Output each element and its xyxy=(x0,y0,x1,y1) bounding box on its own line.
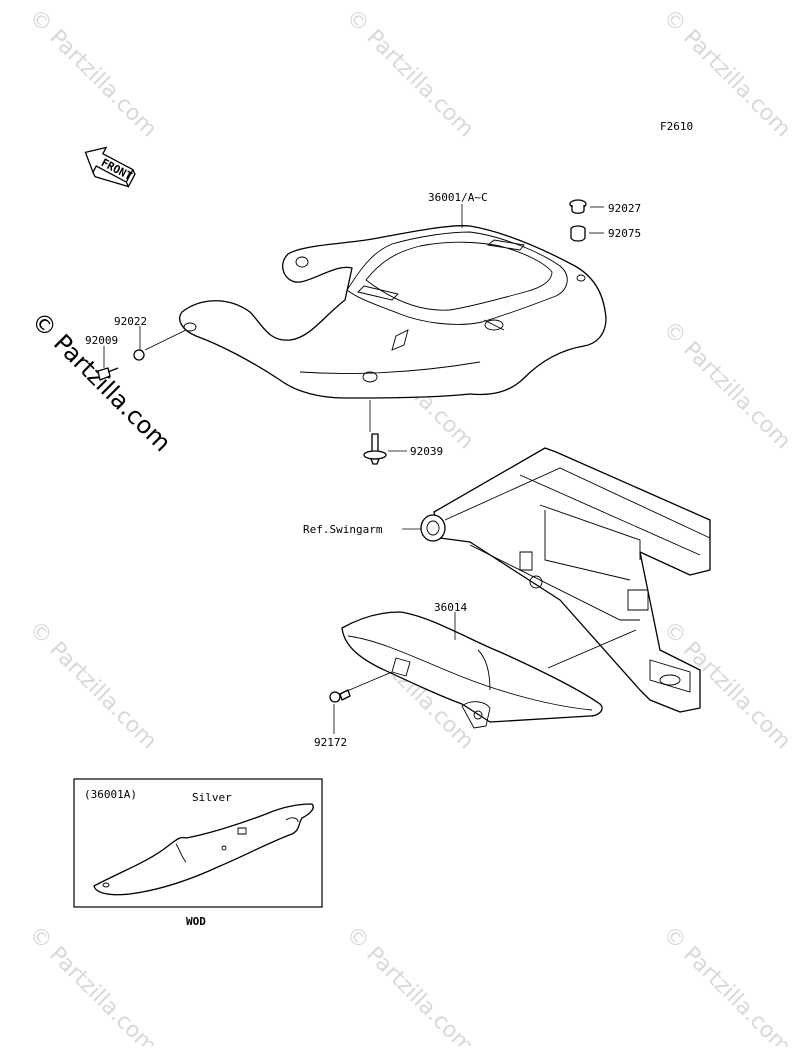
bolt-part xyxy=(97,367,119,381)
label-reference-swingarm: Ref.Swingarm xyxy=(303,523,383,536)
inset-caption: WOD xyxy=(186,915,206,928)
washer-part xyxy=(133,349,145,361)
inset-code: (36001A) xyxy=(84,788,137,801)
label-bolt: 92009 xyxy=(85,334,118,347)
inset-color-note: Silver xyxy=(192,791,232,804)
inset-box: (36001A) Silver WOD xyxy=(73,778,323,928)
seat-cover-part xyxy=(179,225,607,399)
watermark: © Partzilla.com xyxy=(658,922,796,1046)
label-rivet: 92039 xyxy=(410,445,443,458)
cap-part xyxy=(569,199,587,214)
bushing-part xyxy=(570,225,586,242)
label-bushing: 92075 xyxy=(608,227,641,240)
label-seat-cover: 36001/A~C xyxy=(428,191,488,204)
rivet-part xyxy=(363,433,387,465)
label-washer: 92022 xyxy=(114,315,147,328)
watermark: © Partzilla.com xyxy=(24,5,162,143)
inset-seat-cover-part xyxy=(93,803,314,896)
watermark: © Partzilla.com xyxy=(341,5,479,143)
leader-lines xyxy=(103,204,604,836)
swingarm-part xyxy=(420,447,711,713)
watermark-main: © Partzilla.com xyxy=(26,306,177,457)
guard-bolt-part xyxy=(329,689,351,703)
chain-guard-part xyxy=(341,611,603,729)
label-cap: 92027 xyxy=(608,202,641,215)
watermark: © Partzilla.com xyxy=(24,922,162,1046)
watermark: © Partzilla.com xyxy=(658,317,796,455)
watermark: © Partzilla.com xyxy=(24,617,162,755)
watermark: © Partzilla.com xyxy=(341,922,479,1046)
label-chain-guard: 36014 xyxy=(434,601,467,614)
figure-code: F2610 xyxy=(660,120,693,133)
front-arrow-icon: FRONT xyxy=(84,146,136,188)
label-guard-bolt: 92172 xyxy=(314,736,347,749)
